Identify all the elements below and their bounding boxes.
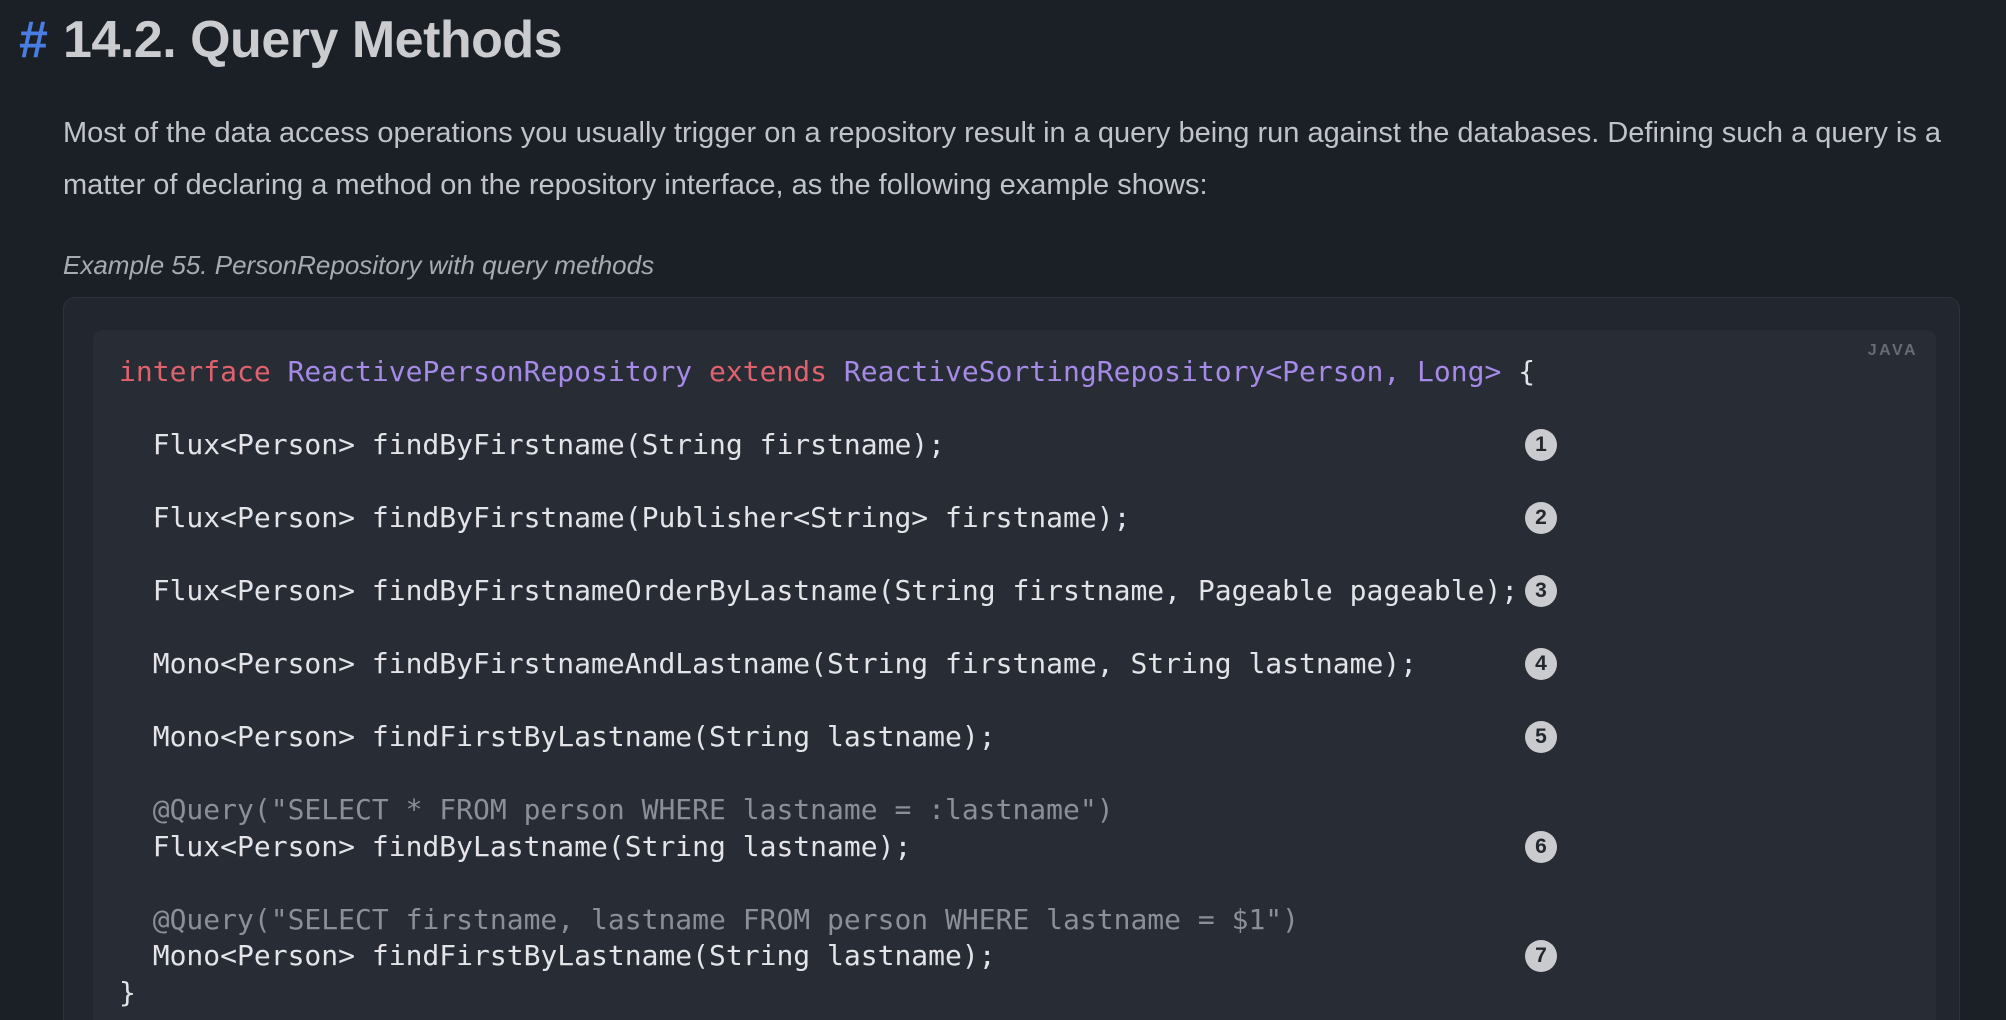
section-heading: # 14.2. Query Methods [19,8,1962,73]
code-line [119,865,1936,902]
code-token-plain: Mono<Person> findFirstByLastname(String … [119,720,996,753]
callout-badge-7: 7 [1525,940,1557,972]
callout-badge-5: 5 [1525,721,1557,753]
code-lines: interface ReactivePersonRepository exten… [119,354,1936,1011]
code-token-plain: Flux<Person> findByLastname(String lastn… [119,829,912,863]
code-line: Mono<Person> findFirstByLastname(String … [119,719,1936,756]
callout-badge-2: 2 [1525,502,1557,534]
code-token-keyword: extends [709,355,828,388]
callout-badge-6: 6 [1525,830,1557,863]
code-token-annotation: @Query("SELECT * FROM person WHERE lastn… [119,793,1114,826]
callout-badge-3: 3 [1525,575,1557,607]
code-token-type: ReactiveSortingRepository<Person, Long> [843,355,1502,388]
code-line: Flux<Person> findByFirstnameOrderByLastn… [119,573,1936,610]
code-line: @Query("SELECT * FROM person WHERE lastn… [119,792,1936,829]
code-line: } [119,975,1936,1012]
code-token-annotation: @Query("SELECT firstname, lastname FROM … [119,902,1300,936]
code-token-plain: { [1501,355,1536,388]
heading-anchor-hash[interactable]: # [19,11,48,69]
code-line: Flux<Person> findByFirstname(Publisher<S… [119,500,1936,537]
code-token-plain: Flux<Person> findByFirstname(Publisher<S… [119,501,1131,534]
code-token-type: ReactivePersonRepository [287,355,693,388]
code-token-plain: Flux<Person> findByFirstnameOrderByLastn… [119,574,1519,607]
code-token-plain [271,355,288,388]
code-line [119,537,1936,574]
code-block: JAVA interface ReactivePersonRepository … [93,330,1936,1020]
page-title: 14.2. Query Methods [63,11,563,69]
code-token-plain [692,355,709,388]
code-token-plain: } [119,975,136,1009]
code-line [119,756,1936,793]
code-line: Flux<Person> findByLastname(String lastn… [119,829,1936,866]
main-content: # 14.2. Query Methods Most of the data a… [19,8,1962,1020]
code-token-plain [827,355,844,388]
example-caption: Example 55. PersonRepository with query … [63,250,655,280]
code-token-keyword: interface [119,355,271,388]
callout-badge-4: 4 [1525,648,1557,680]
code-line [119,610,1936,647]
callout-badge-1: 1 [1525,429,1557,461]
code-line: @Query("SELECT firstname, lastname FROM … [119,902,1936,939]
code-line: Mono<Person> findByFirstnameAndLastname(… [119,646,1936,683]
code-line: Flux<Person> findByFirstname(String firs… [119,427,1936,464]
code-token-plain: Mono<Person> findByFirstnameAndLastname(… [119,647,1418,680]
code-line [119,683,1936,720]
code-line [119,464,1936,501]
code-token-plain: Mono<Person> findFirstByLastname(String … [119,939,996,972]
language-label: JAVA [1867,342,1918,359]
code-line: interface ReactivePersonRepository exten… [119,354,1936,391]
code-line [119,391,1936,428]
code-token-plain: Flux<Person> findByFirstname(String firs… [119,428,946,461]
intro-paragraph: Most of the data access operations you u… [63,117,1942,201]
code-line: Mono<Person> findFirstByLastname(String … [119,938,1936,975]
example-block: JAVA interface ReactivePersonRepository … [63,297,1960,1020]
